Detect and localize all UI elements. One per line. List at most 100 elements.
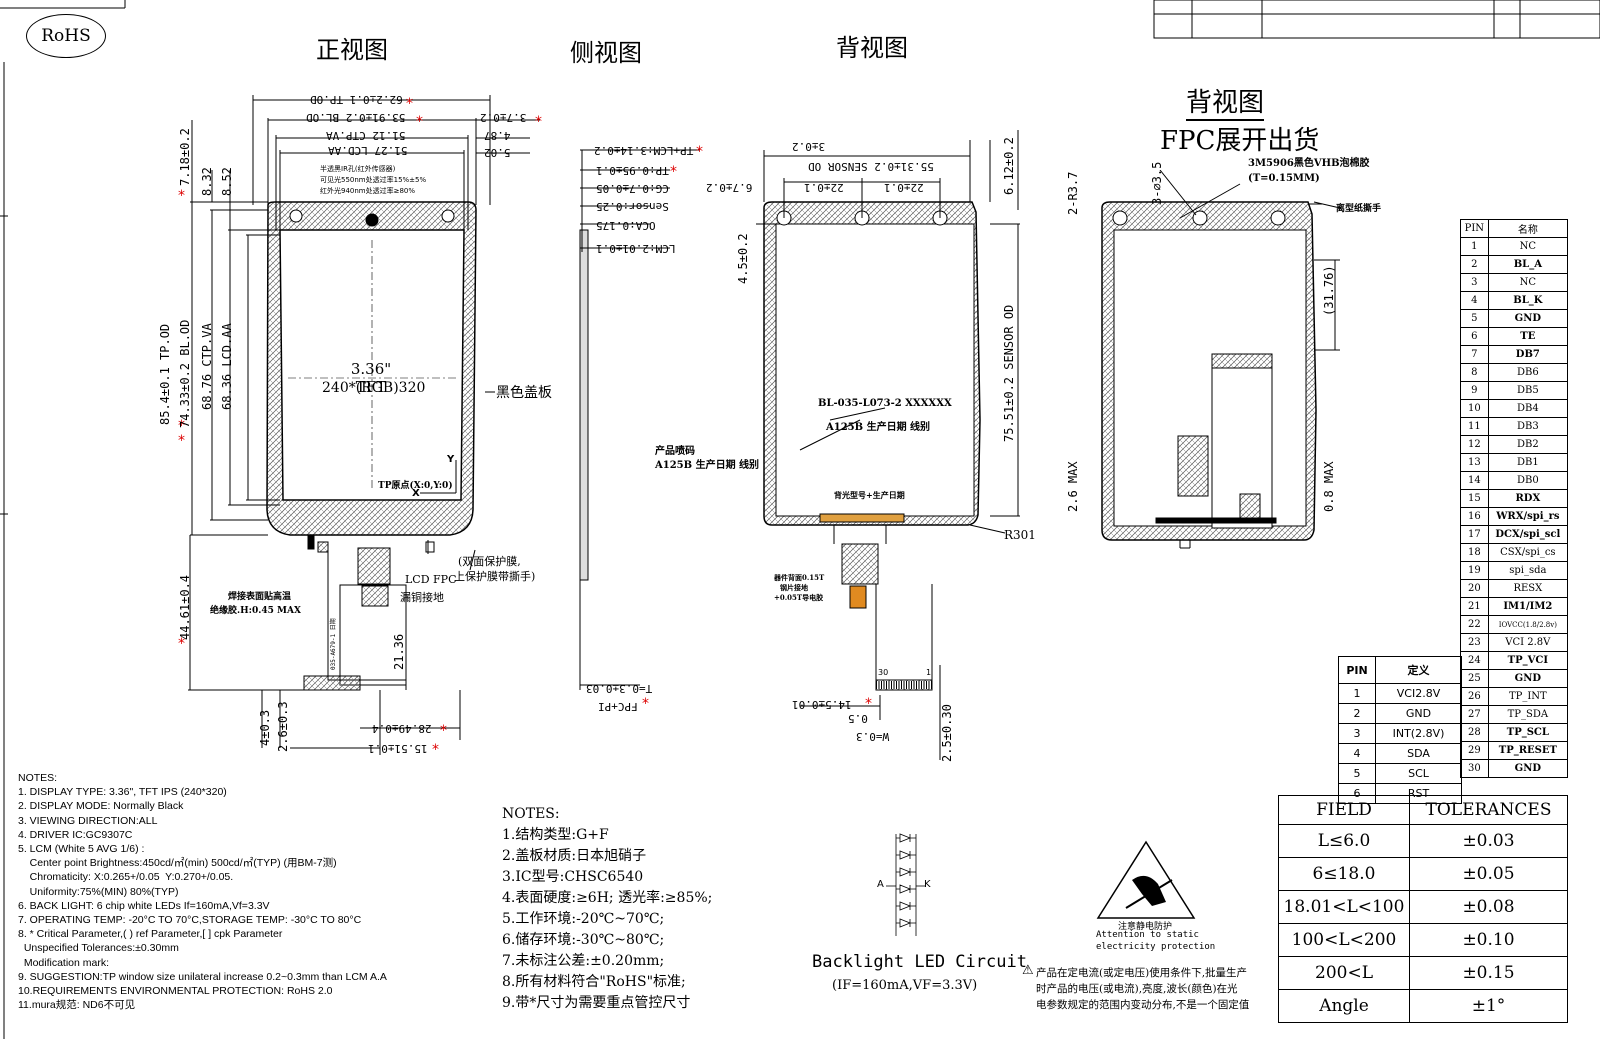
back-dim-22-a: 22±0.1 (804, 181, 844, 194)
back-product-code: 产品喷码 (655, 446, 695, 457)
svg-text:*: * (416, 114, 423, 130)
svg-text:*: * (865, 696, 872, 712)
pin-name: RDX (1487, 489, 1569, 508)
back-dim-2-5: 2.5±0.30 (940, 704, 954, 762)
esd-cn: 注意静电防护 (1118, 922, 1173, 932)
tolerance-field: L≤6.0 (1278, 824, 1410, 858)
front-dim-28-49: 28.49±0.4 (372, 722, 432, 735)
front-dim-4: 4±0.3 (258, 709, 272, 746)
front-fpc-tail (307, 534, 315, 550)
foam-line: 3M5906黑色VHB泡棉胶 (1248, 158, 1370, 169)
notes-english: NOTES:1. DISPLAY TYPE: 3.36", TFT IPS (2… (18, 771, 387, 1012)
note-cn-line: 9.带*尺寸为需要重点管控尺寸 (502, 995, 691, 1011)
pin2-number: 5 (1338, 763, 1376, 784)
back-dim-75-51: 75.51±0.2 SENSOR OD (1002, 304, 1016, 442)
pin-name: TP_RESET (1487, 741, 1569, 760)
led-circuit-diagram (886, 833, 926, 936)
front-axis-x: X (412, 488, 420, 499)
pin-number: 6 (1460, 327, 1489, 346)
back-product-date: A125B 生产日期 线别 (655, 460, 760, 471)
note-cn-line: 2.盖板材质:日本旭硝子 (502, 848, 647, 864)
tolerance-header-cell: FIELD (1278, 795, 1410, 825)
front-dim-44-61: 44.61±0.4 (178, 574, 192, 640)
front-dim-ctp-va: 51.12 CTP.VA (326, 129, 406, 142)
back-dim-0-5: 0.5 (848, 712, 868, 725)
note-en-line: Uniformity:75%(MIN) 80%(TYP) (18, 885, 179, 898)
back-dim-4-5: 4.5±0.2 (736, 233, 750, 284)
esd-warning-line: 产品在定电流(或定电压)使用条件下,批量生产 (1036, 967, 1248, 979)
note-cn-line: 1.结构类型:G+F (502, 827, 609, 843)
pin2-header-cell: 定义 (1375, 656, 1462, 684)
tolerance-field: 18.01<L<100 (1278, 890, 1410, 924)
pin-number: 24 (1460, 651, 1489, 670)
back-pin1: 1 (926, 668, 932, 677)
note-en-line: 9. SUGGESTION:TP window size unilateral … (18, 970, 387, 983)
note-en-line: 6. BACK LIGHT: 6 chip white LEDs If=160m… (18, 899, 270, 912)
pin-name: DB5 (1487, 381, 1569, 400)
stiffener-line: 器件背面0.15T (774, 573, 825, 582)
pin-number: 19 (1460, 561, 1489, 580)
back-fpc-ic (1177, 435, 1209, 497)
pin-number: 20 (1460, 579, 1489, 598)
esd-warning-icon-small: ⚠ (1022, 963, 1034, 978)
pin2-number: 2 (1338, 703, 1376, 724)
pin-name: TP_SCL (1487, 723, 1569, 742)
title-back-view: 背视图 (836, 34, 908, 62)
front-resolution: 240*(RGB)320 (322, 380, 426, 396)
pin2-number: 3 (1338, 723, 1376, 744)
pin-name: NC (1487, 273, 1569, 292)
note-cn-line: 3.IC型号:CHSC6540 (502, 869, 644, 885)
rohs-text: RoHS (41, 26, 91, 46)
led-circuit-subtitle: (IF=160mA,VF=3.3V) (832, 978, 978, 993)
back-fpc-dim-r37: 2-R3.7 (1066, 171, 1080, 215)
pin-name: TP_VCI (1487, 651, 1569, 670)
pin-number: 16 (1460, 507, 1489, 526)
sensor-note-line: 可见光550nm处透过率15%±5% (320, 176, 427, 184)
tolerance-field: 200<L (1278, 956, 1410, 990)
svg-text:*: * (440, 723, 447, 739)
tolerance-field: 6≤18.0 (1278, 857, 1410, 891)
note-cn-line: 6.储存环境:-30℃~80℃; (502, 932, 665, 948)
pin-number: 25 (1460, 669, 1489, 688)
back-dim-w: W=0.3 (856, 730, 890, 743)
pin-number: 5 (1460, 309, 1489, 328)
svg-text:*: * (696, 144, 703, 160)
front-fpc-code: 035-A679-1 日期 (330, 618, 337, 670)
tolerance-value: ±0.08 (1409, 890, 1568, 924)
pin-number: 8 (1460, 363, 1489, 382)
tolerance-value: ±0.05 (1409, 857, 1568, 891)
pin-name: DB0 (1487, 471, 1569, 490)
pin-number: 7 (1460, 345, 1489, 364)
back-fpc-release-label: 离型纸撕手 (1336, 204, 1382, 214)
front-dim-7-18: 7.18±0.2 (178, 128, 192, 186)
note-cn-line: 5.工作环境:-20℃~70℃; (502, 911, 665, 927)
led-diode-icon (896, 850, 916, 860)
svg-text:*: * (178, 188, 185, 204)
back-fpc-foam-note: 3M5906黑色VHB泡棉胶 (T=0.15MM) (1248, 156, 1370, 186)
led-diode-icon (896, 901, 916, 911)
pin-number: 15 (1460, 489, 1489, 508)
front-lcd-fpc-label: LCD FPC (405, 573, 457, 586)
pin-number: 2 (1460, 255, 1489, 274)
side-dim-tp: TP:0.95±0.1 (596, 164, 669, 177)
esd-en2: electricity protection (1096, 942, 1216, 952)
note-cn-line: 8.所有材料符合"RoHS"标准; (502, 974, 686, 990)
front-origin-label: TP原点(X:0,Y:0) (378, 481, 453, 491)
title-back-fpc-view: 背视图 (1186, 82, 1265, 121)
tolerance-header-cell: TOLERANCES (1409, 795, 1568, 825)
side-dim-t: T=0.3±0.03 (586, 682, 653, 695)
front-tft-label: 3.36" TFT (336, 360, 406, 396)
front-sensor-note: 半透黑IR孔(红外传感器) 可见光550nm处透过率15%±5% 红外光940n… (320, 164, 426, 197)
